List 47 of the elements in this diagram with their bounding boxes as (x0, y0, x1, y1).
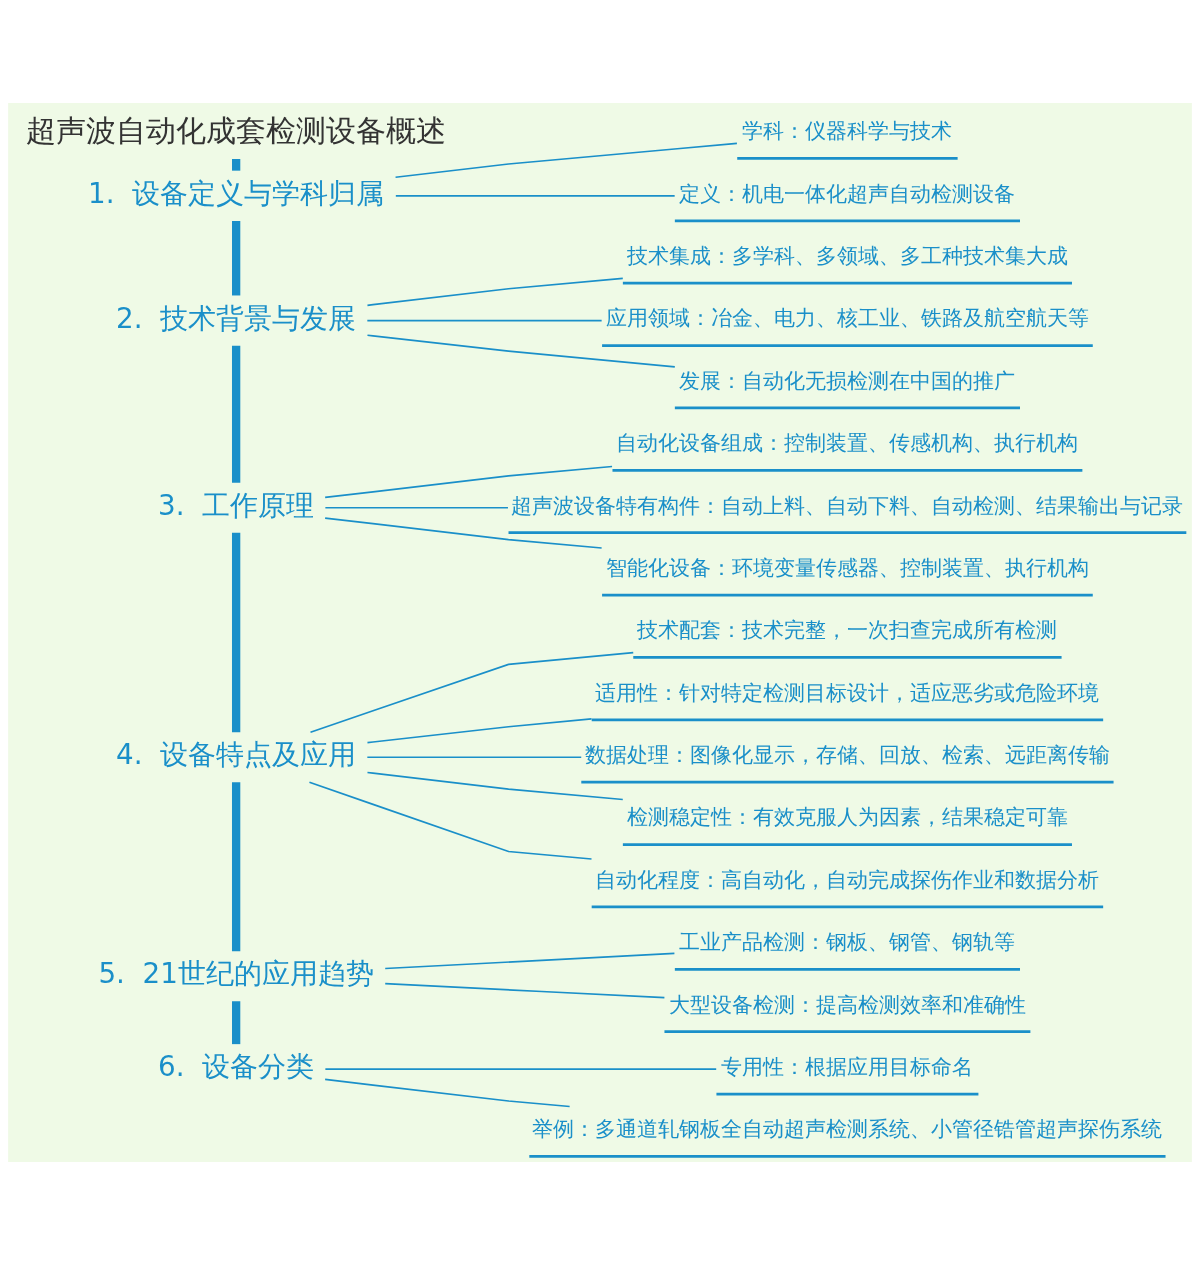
node-text: 工业产品检测：钢板、钢管、钢轨等 (679, 929, 1016, 954)
connector (384, 952, 676, 969)
node-text: 发展：自动化无损检测在中国的推广 (679, 368, 1016, 393)
connector (324, 506, 509, 509)
node-text: 3. 工作原理 (158, 488, 315, 522)
connector (384, 982, 666, 998)
node-text: 技术配套：技术完整，一次扫查完成所有检测 (637, 617, 1058, 642)
node-text: 智能化设备：环境变量传感器、控制装置、执行机构 (605, 555, 1089, 580)
connector (366, 333, 676, 368)
connector (395, 194, 676, 197)
connector (308, 780, 593, 860)
node-text: 专用性：根据应用目标命名 (721, 1054, 974, 1079)
node-text: 1. 设备定义与学科归属 (88, 176, 385, 210)
connector (324, 1067, 718, 1070)
connector (366, 755, 583, 758)
connector (232, 532, 241, 732)
connector (366, 717, 593, 743)
node-text: 应用领域：冶金、电力、核工业、铁路及航空航天等 (605, 305, 1089, 330)
node-text: 超声波自动化成套检测设备概述 (26, 112, 447, 148)
node-text: 自动化程度：高自动化，自动完成探伤作业和数据分析 (595, 867, 1100, 892)
node-text: 检测稳定性：有效克服人为因素，结果稳定可靠 (626, 804, 1068, 829)
connector (232, 220, 241, 295)
connector (324, 516, 603, 549)
connector (232, 781, 241, 951)
connector (366, 319, 603, 321)
node-text: 自动化设备组成：控制装置、传感机构、执行机构 (616, 430, 1079, 455)
node-text: 举例：多通道轧钢板全自动超声检测系统、小管径锆管超声探伤系统 (532, 1116, 1163, 1141)
connector (366, 277, 624, 306)
connector (232, 1000, 241, 1044)
node-text: 6. 设备分类 (158, 1049, 315, 1083)
node-text: 定义：机电一体化超声自动检测设备 (679, 181, 1016, 206)
connector (232, 158, 241, 171)
node-text: 技术集成：多学科、多领域、多工种技术集大成 (626, 243, 1068, 268)
node-text: 大型设备检测：提高检测效率和准确性 (668, 992, 1026, 1017)
connector (324, 1078, 571, 1107)
connector (324, 465, 613, 498)
connector (394, 142, 738, 178)
node-text: 数据处理：图像化显示，存储、回放、检索、远距离传输 (584, 742, 1110, 767)
connector (309, 651, 635, 733)
node-text: 5. 21世纪的应用趋势 (98, 956, 374, 990)
connector (366, 771, 624, 800)
connector (232, 345, 241, 483)
node-text: 学科：仪器科学与技术 (742, 118, 953, 143)
node-text: 适用性：针对特定检测目标设计，适应恶劣或危险环境 (595, 680, 1100, 705)
node-text: 2. 技术背景与发展 (116, 301, 357, 335)
node-text: 4. 设备特点及应用 (116, 737, 357, 771)
node-text: 超声波设备特有构件：自动上料、自动下料、自动检测、结果输出与记录 (511, 493, 1184, 518)
